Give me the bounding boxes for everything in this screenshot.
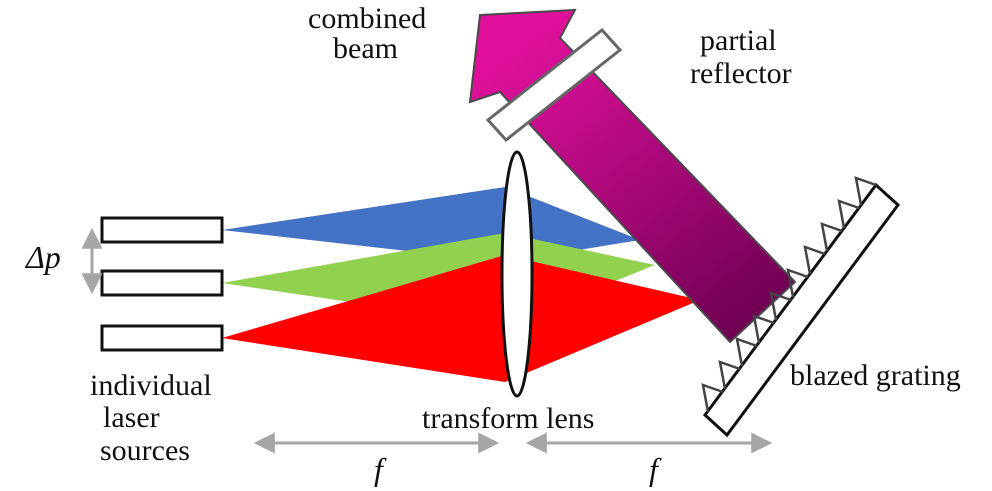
grating-teeth [701, 176, 877, 413]
pitch-label: Δp [24, 239, 61, 275]
partial-reflector-label-line2: reflector [690, 57, 792, 90]
laser-source-middle [100, 269, 224, 297]
focal-label-left: f [374, 451, 387, 487]
partial-reflector [485, 27, 623, 143]
laser-source-top [100, 216, 224, 244]
partial-reflector-label-line1: partial [700, 24, 777, 57]
transform-lens [500, 150, 534, 398]
sources-label-line2: laser [103, 401, 160, 434]
combined-beam-label-line1: combined [308, 2, 426, 35]
focal-label-right: f [649, 451, 662, 487]
transform-lens-label: transform lens [422, 402, 594, 435]
combined-beam-label-line2: beam [333, 32, 398, 65]
sources-label-line3: sources [100, 434, 190, 467]
blazed-grating-label: blazed grating [790, 359, 961, 392]
red-beam [222, 255, 700, 382]
laser-source-bottom [100, 324, 224, 352]
sources-label-line1: individual [90, 369, 212, 402]
